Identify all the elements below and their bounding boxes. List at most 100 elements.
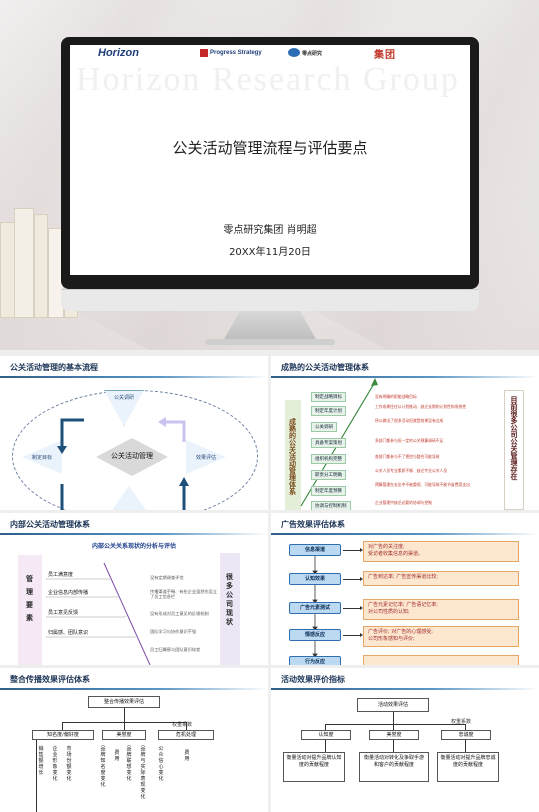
tree-line (325, 724, 465, 725)
tree-line (186, 722, 187, 730)
progress-strategy-logo: Progress Strategy (210, 50, 262, 56)
slide-thumbnail-6[interactable]: 活动效果评价指标 活动效果评估 权重系数 认知度 美誉度 忠诚度 衡量活动对提升… (271, 668, 539, 812)
note-3: 没有形成对员工意见的反馈机制 (150, 611, 209, 616)
tree-line (393, 712, 394, 724)
slide-title: 成熟的公关活动管理体系 (271, 356, 539, 378)
note-7: 预算管理在支出中不被重视、可能导致不能节省费用支出 (375, 482, 470, 487)
slide-thumbnail-1[interactable]: 公关活动管理的基本流程 公关调研 制定目标 效果评估 公关活动管理 (0, 356, 268, 510)
label-goal: 制定目标 (31, 455, 52, 461)
flow-arrows (57, 417, 189, 510)
branch-3: 危机处理 (158, 730, 214, 740)
weight-label: 权重系数 (172, 722, 193, 728)
item-research: 公关调研 (311, 422, 337, 432)
right-vertical-label: 很多公司现状 (223, 573, 237, 629)
monitor-stand (223, 311, 317, 341)
note-6: 公关人员专业素质不够、缺乏专业公关人员 (375, 468, 448, 473)
note-5: 各部门都参与不了把控与整合可能导致 (375, 454, 440, 459)
group-logo: 集团 (374, 50, 396, 61)
desc-line: 广告元素记忆率; 广告语记忆率; (368, 602, 438, 608)
slide-thumbnail-5[interactable]: 整合传播效果评估体系 整合传播效果评估 权重系数 知名度/偏好度 美誉度 危机处… (0, 668, 268, 812)
step-element-test: 广告元素测试 (289, 602, 341, 614)
slide-title: 内部公关活动管理体系 (0, 513, 268, 535)
note-8: 企业管理中缺乏必要的协调与控制 (375, 500, 432, 505)
item-communication: 企业信息内部传播 (48, 590, 89, 596)
hero-mockup: Horizon Research Group Horizon Progress … (0, 0, 539, 350)
right-vertical-text: 目前很多公司公关管理存在 (510, 396, 519, 480)
tree-line (393, 724, 394, 730)
note-4: 多部门都参与但一定的公关预算调研不足 (375, 438, 444, 443)
weight-label: 权重系数 (451, 719, 472, 725)
leaf-6: 品牌联想变化 (126, 746, 132, 782)
desc-line: 受访者收集信息的渠道。 (368, 551, 424, 557)
root-node: 活动效果评估 (357, 698, 429, 712)
item-organization: 组织机构完整 (311, 454, 346, 464)
branch-3: 忠诚度 (441, 730, 491, 740)
monitor-bezel: Horizon Research Group Horizon Progress … (61, 37, 479, 289)
left-vertical-label: 管理要素 (23, 575, 37, 629)
leaf-3: 市场份额变化 (66, 746, 72, 782)
desc-line: 广告评价; 对广告的心理感受; (368, 629, 433, 635)
tree-line (124, 722, 125, 730)
center-label: 公关活动管理 (111, 452, 153, 460)
arrow-icon (343, 606, 363, 610)
step-channel-desc: 对广告的关注度; 受访者收集信息的渠道。 (363, 541, 519, 562)
monitor-chin (61, 289, 479, 311)
tree-line (393, 740, 394, 752)
note-1: 没有定期调查评估 (150, 575, 184, 580)
leaf-5: 费用 (114, 750, 120, 762)
logo-strip: Horizon Progress Strategy 零点研究 集团 (88, 45, 468, 67)
step-down-arrows (312, 556, 318, 658)
label-research: 公关调研 (113, 395, 134, 401)
tree-line (124, 708, 125, 722)
step-cognition: 认知效果 (289, 573, 341, 585)
globe-logo-icon (288, 48, 300, 57)
branch-2: 美誉度 (369, 730, 419, 740)
leaf-1: 销售额增长 (38, 746, 44, 776)
note-1: 没有明确的职能战略目标 (375, 394, 417, 399)
branch-1: 认知度 (301, 730, 351, 740)
step-cognition-desc: 广告到达率; 广告宣传渠道比较; (363, 571, 519, 586)
item-planning: 具备专案策划 (311, 438, 346, 448)
step-emotion-desc: 广告评价; 对广告的心理感受; 公司形象感知与评价; (363, 626, 519, 647)
tree-line (325, 740, 326, 752)
tree-line (36, 740, 37, 812)
item-annual-plan: 制定年度计划 (311, 406, 346, 416)
left-vertical-label: 成熟的公关活动管理体系 (286, 418, 300, 497)
leaf-3: 衡量活动对提升品牌忠诚度的贡献程度 (437, 752, 499, 782)
presentation-date: 20XX年11月20日 (229, 247, 311, 258)
slide-title: 活动效果评价指标 (271, 668, 539, 690)
note-5: 员工归属感与团队意识较差 (150, 647, 201, 652)
step-behavior-desc (363, 655, 519, 665)
leaf-2: 企业形象变化 (52, 746, 58, 782)
lingdian-logo: 零点研究 (302, 51, 323, 57)
slide-title: 整合传播效果评估体系 (0, 668, 268, 690)
monitor-stand-base (205, 339, 335, 345)
monitor-screen: Horizon Research Group Horizon Progress … (70, 45, 470, 275)
step-emotion: 情感反应 (289, 629, 341, 641)
left-vertical-text: 管理要素 (25, 575, 35, 627)
right-label-bar (220, 553, 240, 665)
item-belonging: 归属感、团队意识 (48, 630, 89, 636)
slide-thumbnail-3[interactable]: 内部公关活动管理体系 内部公关关系现状的分析与评估 管理要素 很多公司现状 员工… (0, 513, 268, 665)
leaf-2: 衡量活动对转化及争取手游和客户的贡献程度 (359, 752, 429, 782)
slide-thumbnail-4[interactable]: 广告效果评估体系 信息渠道 对广告的关注度; 受访者收集信息的渠道。 认知效果 … (271, 513, 539, 665)
step-element-desc: 广告元素记忆率; 广告语记忆率; 对公司性质的认知; (363, 599, 519, 620)
leaf-1: 衡量活动对提升品牌认知度的贡献程度 (283, 752, 345, 782)
leaf-9: 费用 (184, 750, 190, 762)
item-control: 协调与控制机制 (311, 501, 351, 510)
item-satisfaction: 员工满意度 (48, 572, 74, 578)
slide-thumbnail-2[interactable]: 成熟的公关活动管理体系 成熟的公关活动管理体系 目前很多公司公关管理存在 制定战… (271, 356, 539, 510)
right-vertical-text: 很多公司现状 (225, 573, 235, 627)
progress-logo-icon (200, 49, 208, 57)
left-vertical-text: 成熟的公关活动管理体系 (288, 418, 298, 495)
left-label-bar (18, 555, 42, 665)
note-2: 工作成果往往以计划推动、缺乏长期的计划性和系统性 (375, 404, 467, 409)
item-duties: 职责分工明确 (311, 470, 346, 480)
presentation-author: 零点研究集团 肖明超 (223, 225, 317, 236)
item-strategy: 制定战略目标 (311, 392, 346, 402)
item-budget: 制定年度预算 (311, 486, 346, 496)
tree-line (465, 724, 466, 730)
branch-1: 知名度/偏好度 (32, 730, 94, 740)
arrow-icon (343, 548, 363, 552)
horizon-logo: Horizon (98, 47, 139, 59)
